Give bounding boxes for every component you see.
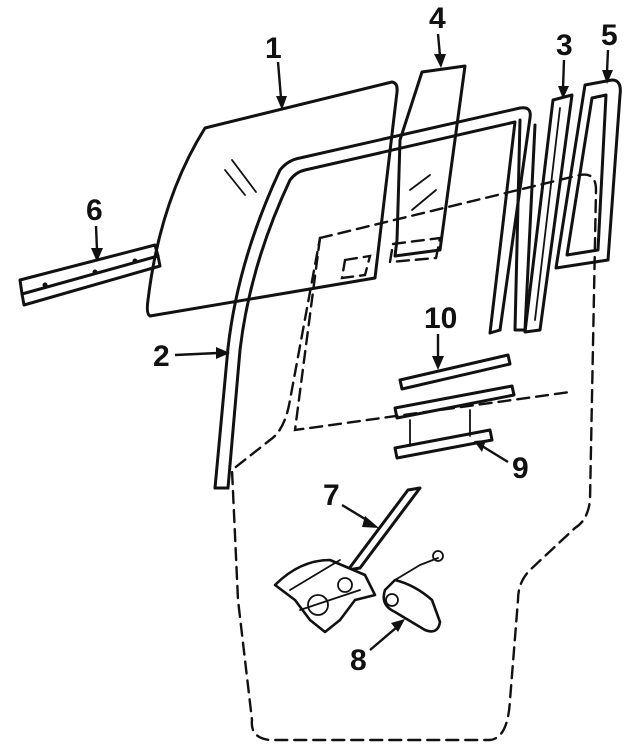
- callout-1: 1: [265, 32, 287, 110]
- callout-5: 5: [601, 19, 618, 84]
- glass-run-channel: [213, 106, 537, 490]
- door-glass: [145, 80, 399, 318]
- callout-label: 4: [429, 2, 446, 35]
- callout-label: 10: [424, 302, 457, 335]
- callout-label: 8: [350, 644, 367, 677]
- callout-7: 7: [323, 479, 379, 528]
- callout-label: 5: [601, 19, 618, 52]
- outer-belt-moulding: [18, 243, 162, 307]
- lower-sash-channel: [393, 384, 516, 460]
- callout-label: 1: [265, 32, 282, 65]
- callout-label: 7: [323, 479, 340, 512]
- window-regulator: [273, 486, 422, 634]
- callout-label: 6: [86, 194, 103, 227]
- division-bar: [523, 93, 574, 334]
- callout-10: 10: [424, 302, 457, 370]
- regulator-motor: [382, 550, 444, 633]
- center-glass-run: [393, 64, 467, 258]
- inner-belt-weatherstrip: [398, 353, 512, 391]
- callout-3: 3: [556, 29, 573, 99]
- callout-6: 6: [86, 194, 103, 262]
- door-panel-outline: [230, 173, 598, 742]
- callout-label: 3: [556, 29, 573, 62]
- callout-4: 4: [429, 2, 446, 68]
- callout-label: 9: [512, 452, 529, 485]
- callout-2: 2: [153, 340, 230, 373]
- callout-8: 8: [350, 619, 405, 677]
- callout-label: 2: [153, 340, 170, 373]
- callout-9: 9: [474, 440, 529, 485]
- quarter-window-seal: [554, 78, 622, 270]
